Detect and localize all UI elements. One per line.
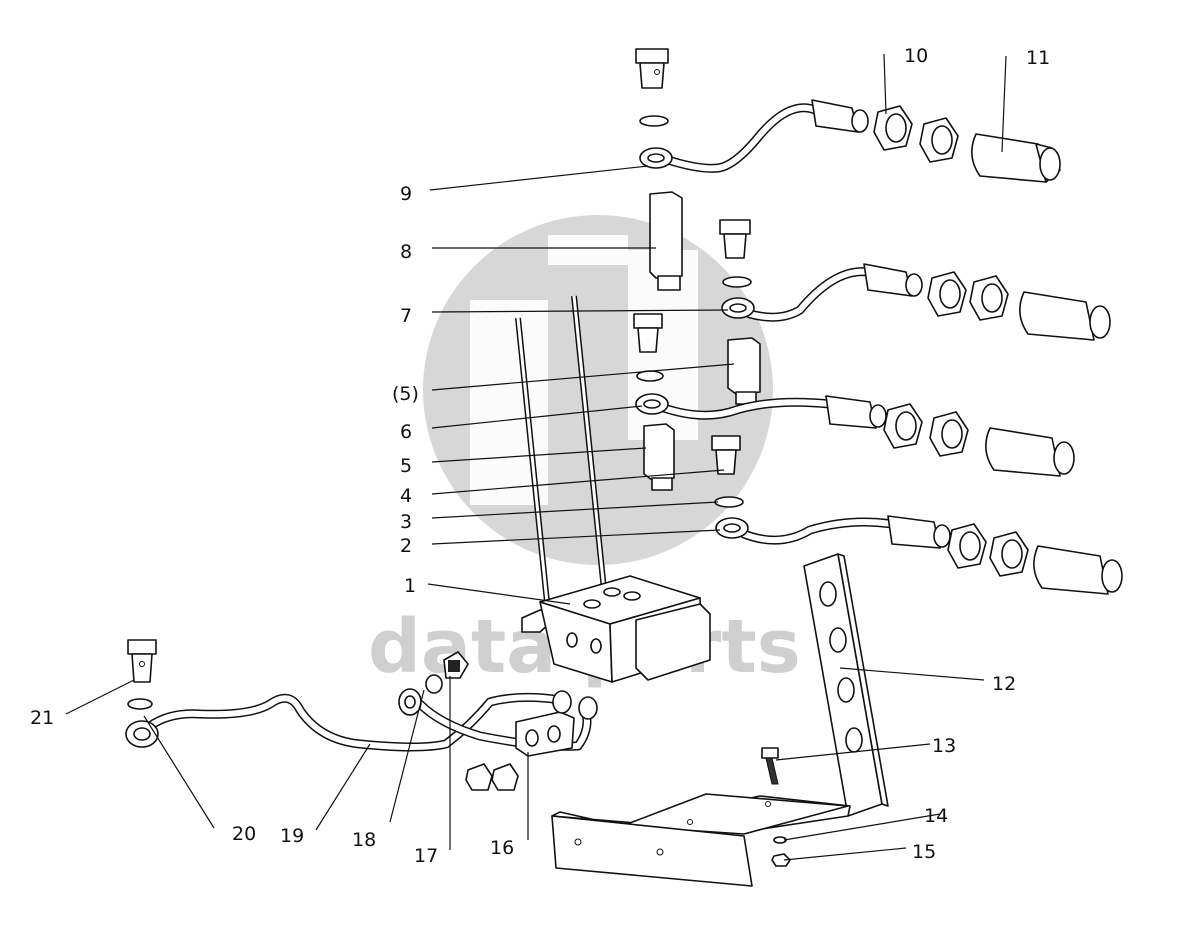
pipe-6 bbox=[635, 393, 887, 429]
nut-10b bbox=[919, 117, 959, 163]
nut-7b bbox=[969, 275, 1009, 321]
callout-20: 20 bbox=[232, 823, 256, 845]
callout-18: 18 bbox=[352, 829, 376, 851]
callout-5: 5 bbox=[400, 455, 412, 477]
callout-10: 10 bbox=[904, 45, 928, 67]
distributor-block-16 bbox=[515, 690, 598, 757]
seal-ring-3 bbox=[714, 496, 744, 508]
callout-9: 9 bbox=[400, 183, 412, 205]
control-rod-left bbox=[515, 317, 551, 613]
coupler-11 bbox=[971, 133, 1061, 183]
banjo-bolt-4 bbox=[711, 435, 741, 475]
callout-6: 6 bbox=[400, 421, 412, 443]
callout-19: 19 bbox=[280, 825, 304, 847]
coupler-2 bbox=[1033, 545, 1123, 595]
callout-14: 14 bbox=[924, 805, 948, 827]
callout-12: 12 bbox=[992, 673, 1016, 695]
bracket-12 bbox=[803, 553, 889, 817]
valve-block-1 bbox=[521, 575, 711, 683]
plug-16b bbox=[491, 763, 519, 791]
seal-ring-top bbox=[639, 115, 669, 127]
banjo-bolt-7 bbox=[719, 219, 751, 259]
banjo-bolt-21 bbox=[127, 639, 157, 683]
callout-13: 13 bbox=[932, 735, 956, 757]
fitting-17 bbox=[443, 651, 469, 679]
callout-4: 4 bbox=[400, 485, 412, 507]
callout-1: 1 bbox=[404, 575, 416, 597]
callout-8: 8 bbox=[400, 241, 412, 263]
nut-6a bbox=[883, 403, 923, 449]
callout-15: 15 bbox=[912, 841, 936, 863]
banjo-bolt-top bbox=[635, 48, 669, 89]
bolt-13 bbox=[761, 747, 779, 785]
nut-2a bbox=[947, 523, 987, 569]
callout-11: 11 bbox=[1026, 47, 1050, 69]
coupler-7 bbox=[1019, 291, 1111, 341]
pipe-19 bbox=[125, 692, 565, 752]
control-rod-right bbox=[571, 295, 607, 591]
nut-10 bbox=[873, 105, 913, 151]
seal-ring-20 bbox=[127, 698, 153, 710]
coupler-6 bbox=[985, 427, 1075, 477]
callout-16: 16 bbox=[490, 837, 514, 859]
callout-7: 7 bbox=[400, 305, 412, 327]
pipe-9 bbox=[639, 99, 869, 173]
nut-2b bbox=[989, 531, 1029, 577]
callout-17: 17 bbox=[414, 845, 438, 867]
pipe-7 bbox=[721, 263, 923, 322]
nut-15 bbox=[771, 853, 791, 867]
nut-6b bbox=[929, 411, 969, 457]
spacer-5 bbox=[643, 423, 675, 491]
nut-7a bbox=[927, 271, 967, 317]
callout-2: 2 bbox=[400, 535, 412, 557]
callout-5-ref: (5) bbox=[392, 383, 419, 405]
base-plate bbox=[551, 793, 851, 887]
pipe-2 bbox=[715, 515, 951, 549]
leader-lines bbox=[65, 53, 1007, 861]
seal-ring-7 bbox=[722, 276, 752, 288]
callout-21: 21 bbox=[30, 707, 54, 729]
callout-3: 3 bbox=[400, 511, 412, 533]
banjo-bolt-mid bbox=[633, 313, 663, 353]
spacer-8 bbox=[649, 191, 683, 291]
spacer-5b bbox=[727, 337, 761, 405]
plug-16a bbox=[465, 763, 493, 791]
